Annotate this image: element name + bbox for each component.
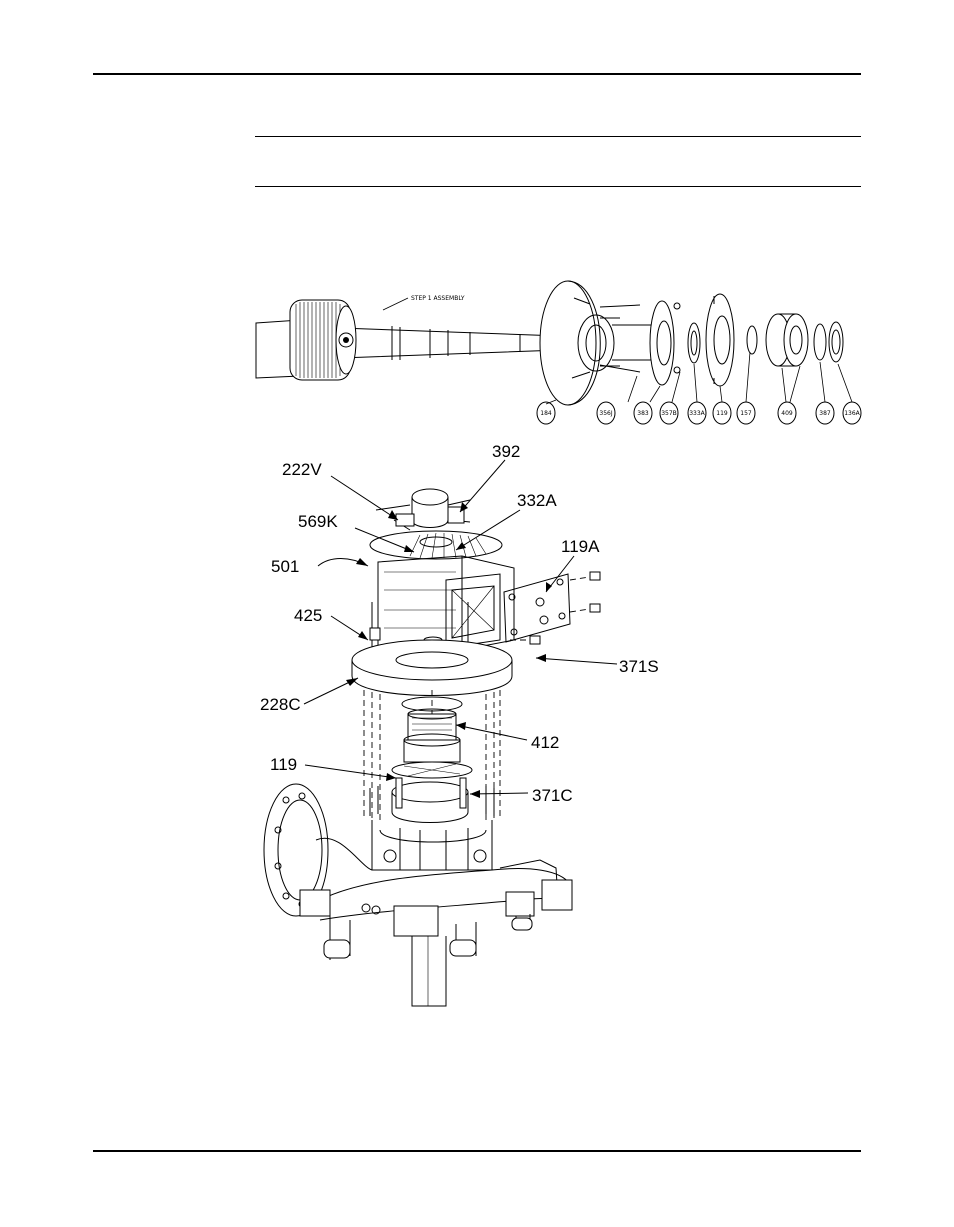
part-number: 333A [689, 410, 705, 417]
step-1-drawing: STEP 1 ASSEMBLY [256, 281, 861, 424]
part-number: 357B [661, 410, 677, 417]
callout-371c: 371C [532, 786, 573, 805]
callout-412: 412 [531, 733, 559, 752]
part-number: 136A [844, 410, 860, 417]
callout-392: 392 [492, 442, 520, 461]
part-number: 157 [740, 410, 752, 417]
callout-569k: 569K [298, 512, 338, 531]
callout-501: 501 [271, 557, 299, 576]
part-number: 387 [819, 410, 831, 417]
impeller-grooves [290, 300, 356, 380]
part-number: 184 [540, 410, 552, 417]
callout-222v: 222V [282, 460, 322, 479]
part-number: 383 [637, 410, 649, 417]
callout-371s: 371S [619, 657, 659, 676]
main-exploded-drawing: 222V 392 332A 569K 119A 501 425 371S 228… [260, 442, 659, 1006]
part-number: 409 [781, 410, 793, 417]
callout-228c: 228C [260, 695, 301, 714]
part-number: 119 [716, 410, 728, 417]
callout-425: 425 [294, 606, 322, 625]
callout-119a: 119A [561, 537, 600, 556]
part-number: 356J [599, 410, 612, 417]
step-1-label: STEP 1 ASSEMBLY [411, 295, 465, 302]
callout-119: 119 [270, 755, 297, 774]
pump-casing [264, 784, 572, 1006]
callout-332a: 332A [517, 491, 557, 510]
